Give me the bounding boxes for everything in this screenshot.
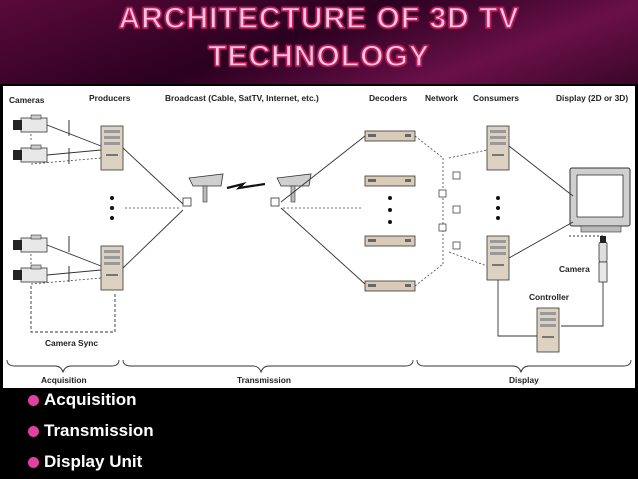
header-producers: Producers — [89, 93, 131, 103]
stage-braces — [6, 359, 632, 374]
bullet-item: Transmission — [28, 419, 154, 450]
bullet-list: Acquisition Transmission Display Unit — [28, 388, 154, 479]
decoder-box-icon — [364, 130, 416, 142]
header-network: Network — [425, 93, 458, 103]
controller-computer-icon — [536, 307, 560, 353]
display-camera-icon — [598, 236, 608, 283]
stage-display: Display — [509, 375, 539, 385]
stage-acquisition: Acquisition — [41, 375, 87, 385]
producer-computer-icon — [100, 245, 124, 291]
transmitter-dish-icon — [182, 173, 224, 207]
diagram-canvas: Cameras Producers Broadcast (Cable, SatT… — [6, 93, 632, 385]
network-switch-icon — [438, 171, 461, 250]
camera-icon — [12, 144, 48, 163]
consumer-computer-icon — [486, 235, 510, 281]
header-cameras: Cameras — [9, 95, 45, 105]
header-display: Display (2D or 3D) — [556, 93, 628, 103]
decoder-box-icon — [364, 280, 416, 292]
camera-icon — [12, 264, 48, 283]
bullet-dot-icon — [28, 457, 39, 468]
controller-label: Controller — [529, 292, 570, 302]
bullet-item: Display Unit — [28, 450, 154, 479]
consumer-computer-icon — [486, 125, 510, 171]
bullet-dot-icon — [28, 395, 39, 406]
producer-computer-icon — [100, 125, 124, 171]
title-band: ARCHITECTURE OF 3D TV TECHNOLOGY — [0, 0, 638, 84]
bullet-text: Display Unit — [44, 452, 143, 471]
architecture-diagram: Cameras Producers Broadcast (Cable, SatT… — [3, 86, 635, 388]
camera-icon — [12, 114, 48, 133]
display-monitor-icon — [569, 167, 631, 233]
receiver-dish-icon — [270, 173, 312, 207]
broadcast-signal-icon — [226, 181, 266, 190]
header-broadcast: Broadcast (Cable, SatTV, Internet, etc.) — [165, 93, 319, 103]
slide-title-line-2: TECHNOLOGY — [207, 39, 430, 74]
bullet-item: Acquisition — [28, 388, 154, 419]
slide-title-line-1: ARCHITECTURE OF 3D TV — [118, 1, 520, 36]
bullet-dot-icon — [28, 426, 39, 437]
bullet-text: Acquisition — [44, 390, 137, 409]
stage-transmission: Transmission — [237, 375, 291, 385]
camera-label: Camera — [559, 264, 590, 274]
decoder-box-icon — [364, 175, 416, 187]
header-consumers: Consumers — [473, 93, 519, 103]
camera-sync-label: Camera Sync — [45, 338, 98, 348]
header-decoders: Decoders — [369, 93, 408, 103]
decoder-box-icon — [364, 235, 416, 247]
camera-icon — [12, 234, 48, 253]
bullet-text: Transmission — [44, 421, 154, 440]
